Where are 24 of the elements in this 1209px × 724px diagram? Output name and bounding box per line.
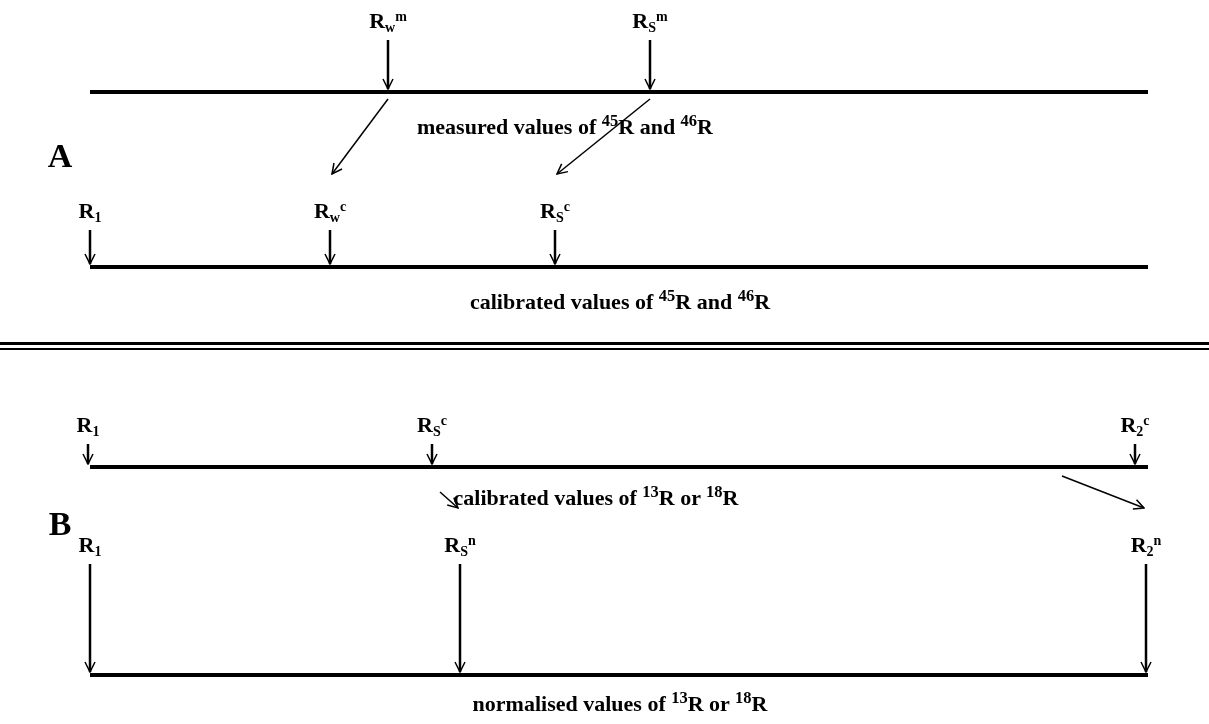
scale-caption: calibrated values of $^{13}$R or $^{18}$R <box>453 484 739 512</box>
arrow <box>324 230 336 265</box>
arrow <box>82 444 94 465</box>
arrow <box>644 40 656 90</box>
scale-caption: calibrated values of $^{45}$R and $^{46}$R <box>469 288 771 316</box>
panel-label: B <box>48 505 72 543</box>
ratio-label: R$_{1}$ <box>76 410 100 440</box>
arrow <box>1140 564 1152 673</box>
arrow <box>84 564 96 673</box>
arrow <box>84 230 96 265</box>
ratio-label: R$_{1}$ <box>78 196 102 226</box>
ratio-label: R$_{1}$ <box>78 530 102 560</box>
arrow <box>331 98 389 175</box>
arrow <box>382 40 394 90</box>
arrow <box>1129 444 1141 465</box>
scale-caption: measured values of $^{45}$R and $^{46}$R <box>417 113 713 141</box>
arrow <box>426 444 438 465</box>
scale-caption: normalised values of $^{13}$R or $^{18}$R <box>472 690 768 718</box>
arrow <box>549 230 561 265</box>
arrow <box>439 491 459 509</box>
arrow <box>454 564 466 673</box>
arrow <box>1061 475 1145 510</box>
panel-label: A <box>47 137 73 175</box>
arrow <box>556 98 651 175</box>
